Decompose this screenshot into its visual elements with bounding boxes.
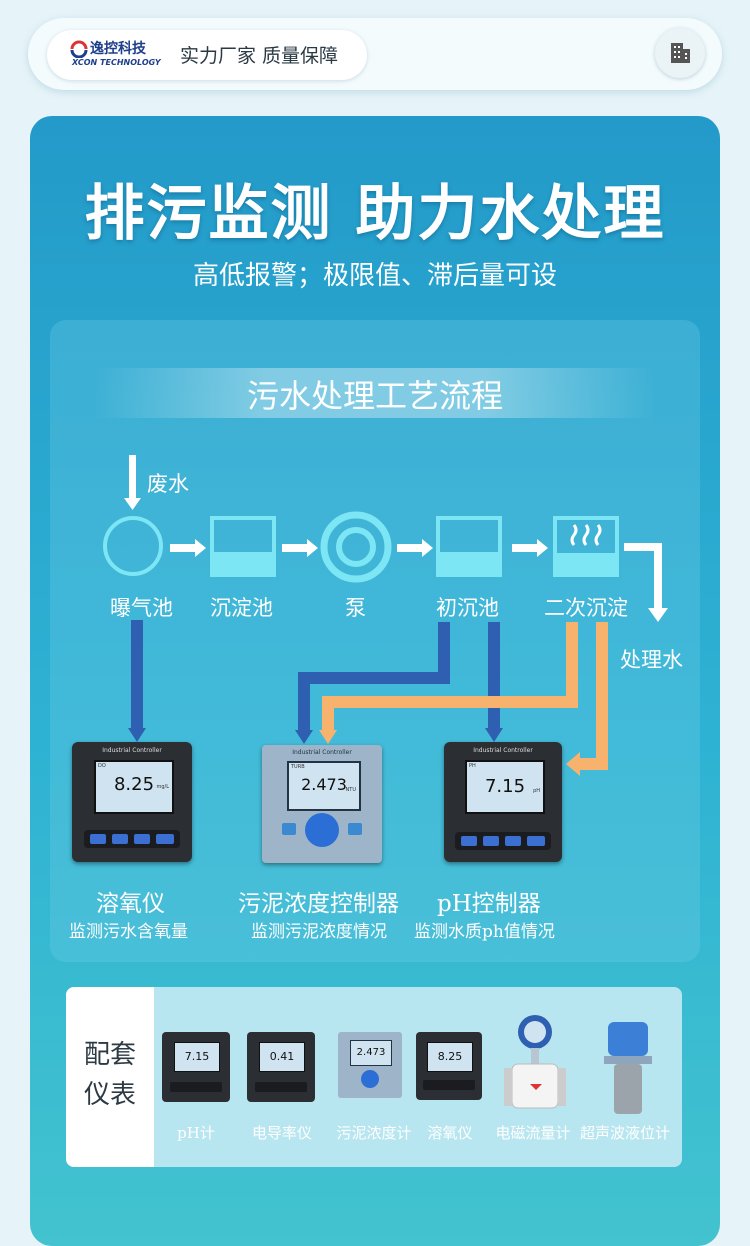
accessories-label-panel bbox=[66, 987, 154, 1167]
accessories-label-line1: 配套 bbox=[83, 1040, 136, 1070]
station-label-primary: 初沉池 bbox=[436, 596, 499, 620]
accessory-name-conductivity: 电导率仪 bbox=[251, 1124, 312, 1142]
flow-arrow bbox=[512, 539, 548, 557]
device-unit: NTU bbox=[345, 787, 356, 793]
ph-controller-image: Industrial Controller PH 7.15 pH bbox=[444, 742, 562, 862]
station-label-pump: 泵 bbox=[345, 596, 366, 620]
process-title-band bbox=[95, 368, 655, 418]
headline: 排污监测 助力水处理 bbox=[84, 179, 666, 249]
accessory-ph-meter-image: 7.15 bbox=[162, 1032, 230, 1102]
signal-link-blue bbox=[295, 622, 450, 744]
device-reading: 8.25 bbox=[427, 1042, 473, 1072]
station-label-secondary: 二次沉淀 bbox=[544, 596, 628, 620]
sludge-controller-image: Industrial Controller TURB 2.473 NTU bbox=[262, 745, 382, 863]
device-name-sludge: 污泥浓度控制器 bbox=[238, 891, 399, 917]
device-screen: TURB 2.473 NTU bbox=[287, 761, 361, 811]
device-tag: DO bbox=[98, 763, 106, 769]
device-reading: 2.473 bbox=[301, 775, 347, 794]
accessory-sludge-meter-image: 2.473 bbox=[338, 1032, 402, 1098]
device-name-ph: pH控制器 bbox=[437, 891, 541, 917]
device-desc-sludge: 监测污泥浓度情况 bbox=[251, 922, 387, 942]
accessory-conductivity-meter-image: 0.41 bbox=[247, 1032, 315, 1102]
accessories-label: 配套 仪表 bbox=[66, 1035, 154, 1115]
device-screen: DO 8.25 mg/L bbox=[94, 760, 174, 814]
flow-arrow bbox=[282, 539, 318, 557]
brand-name: 逸控科技 bbox=[90, 41, 146, 57]
brand-english-name: XCON TECHNOLOGY bbox=[72, 58, 161, 67]
device-model-label: Industrial Controller bbox=[473, 747, 533, 754]
outlet-label: 处理水 bbox=[620, 648, 683, 672]
device-keypad bbox=[455, 832, 551, 850]
accessory-name-sludge: 污泥浓度计 bbox=[336, 1124, 412, 1142]
aeration-tank-icon bbox=[103, 516, 163, 576]
station-label-aeration: 曝气池 bbox=[110, 596, 173, 620]
sedimentation-tank-icon bbox=[210, 516, 276, 577]
device-unit: pH bbox=[533, 788, 540, 794]
brand-logo-icon bbox=[70, 40, 88, 58]
subheadline: 高低报警；极限值、滞后量可设 bbox=[192, 261, 557, 291]
signal-link-blue bbox=[485, 622, 503, 742]
accessory-name-level: 超声波液位计 bbox=[579, 1124, 670, 1142]
brand-pill[interactable] bbox=[47, 30, 367, 80]
pump-icon bbox=[320, 511, 392, 583]
flow-arrow bbox=[397, 539, 433, 557]
brand-slogan: 实力厂家 质量保障 bbox=[180, 45, 339, 67]
outlet-arrow bbox=[624, 543, 668, 622]
device-reading: 7.15 bbox=[174, 1042, 220, 1072]
accessory-level-meter-image bbox=[604, 1022, 652, 1114]
primary-sedimentation-tank-icon bbox=[436, 516, 502, 577]
accessory-name-do: 溶氧仪 bbox=[427, 1124, 473, 1142]
accessory-name-ph: pH计 bbox=[177, 1124, 215, 1142]
accessories-label-line2: 仪表 bbox=[83, 1080, 136, 1110]
building-icon bbox=[671, 43, 690, 63]
inlet-label: 废水 bbox=[147, 472, 189, 496]
process-title: 污水处理工艺流程 bbox=[246, 377, 503, 415]
device-unit: mg/L bbox=[156, 784, 169, 790]
device-dpad bbox=[305, 813, 339, 847]
process-diagram bbox=[103, 455, 668, 776]
do-controller-image: Industrial Controller DO 8.25 mg/L bbox=[72, 742, 192, 862]
station-label-sedimentation: 沉淀池 bbox=[210, 596, 273, 620]
signal-link-orange bbox=[319, 622, 578, 744]
accessory-name-flowmeter: 电磁流量计 bbox=[495, 1124, 571, 1142]
device-desc-ph: 监测水质ph值情况 bbox=[414, 922, 555, 942]
accessory-flowmeter-image bbox=[504, 1015, 566, 1109]
device-tag: TURB bbox=[291, 764, 305, 770]
signal-link-orange bbox=[566, 622, 608, 776]
device-model-label: Industrial Controller bbox=[292, 749, 352, 756]
inlet-arrow bbox=[124, 455, 141, 510]
secondary-sedimentation-tank-icon bbox=[553, 516, 619, 577]
device-reading: 8.25 bbox=[113, 774, 155, 795]
device-name-do: 溶氧仪 bbox=[96, 891, 165, 917]
accessory-do-meter-image: 8.25 bbox=[416, 1032, 482, 1100]
device-model-label: Industrial Controller bbox=[102, 747, 162, 754]
device-reading: 2.473 bbox=[350, 1040, 392, 1066]
flow-arrow bbox=[170, 539, 206, 557]
device-tag: PH bbox=[469, 763, 476, 769]
device-screen: PH 7.15 pH bbox=[465, 760, 545, 814]
home-button[interactable] bbox=[655, 28, 705, 78]
device-desc-do: 监测污水含氧量 bbox=[69, 922, 188, 942]
device-reading: 7.15 bbox=[484, 776, 526, 797]
signal-link-blue bbox=[128, 620, 146, 742]
device-reading: 0.41 bbox=[259, 1042, 305, 1072]
device-keypad bbox=[84, 830, 180, 848]
